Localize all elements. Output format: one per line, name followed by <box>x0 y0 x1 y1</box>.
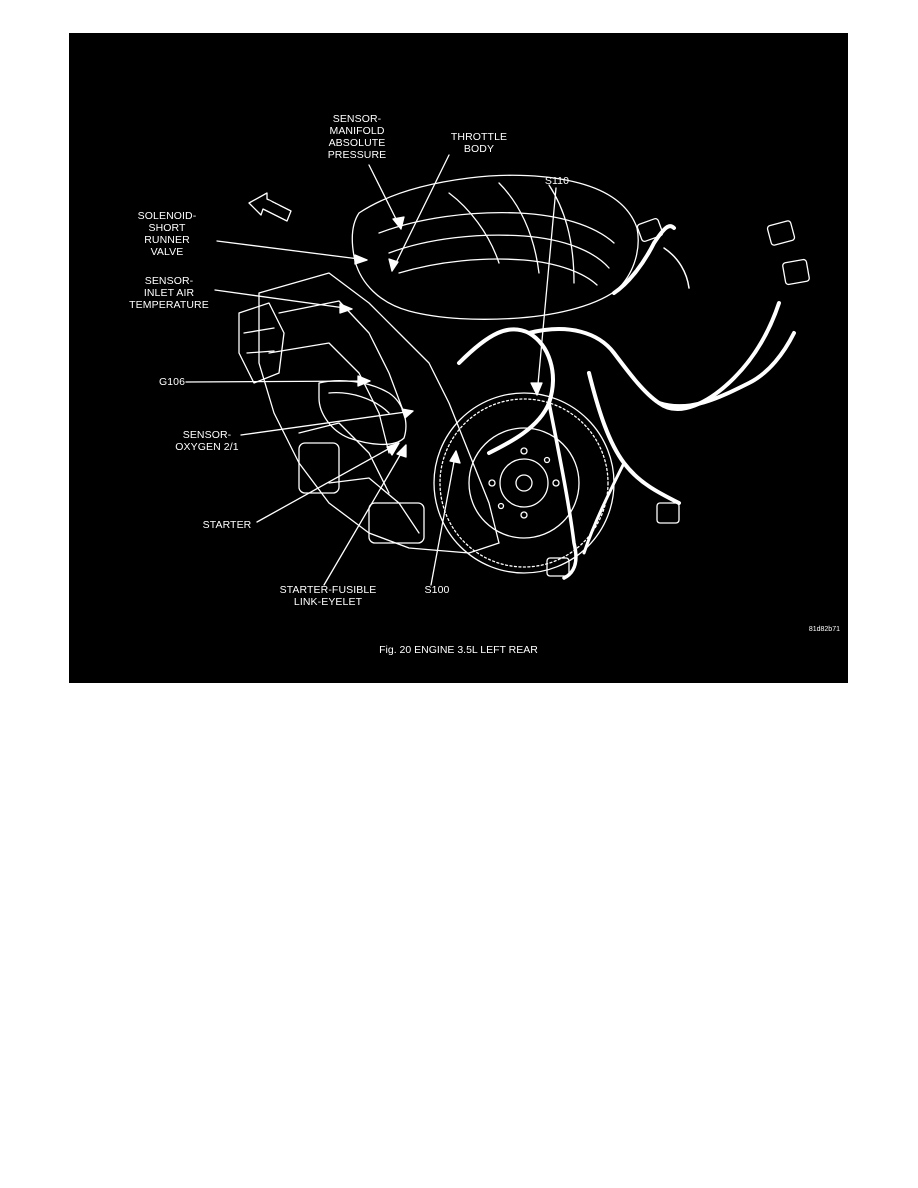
connector-bottom <box>546 557 570 577</box>
label-iat-sensor: SENSOR- INLET AIR TEMPERATURE <box>129 275 209 311</box>
engine-illustration <box>185 154 810 586</box>
label-solenoid: SOLENOID- SHORT RUNNER VALVE <box>137 210 197 258</box>
label-g106: G106 <box>158 376 186 388</box>
label-oxygen-sensor: SENSOR- OXYGEN 2/1 <box>175 429 239 453</box>
leader-oxygen-sensor <box>240 410 414 436</box>
figure-caption: Fig. 20 ENGINE 3.5L LEFT REAR <box>379 644 538 656</box>
label-starter: STARTER <box>202 519 252 531</box>
connector-upper-right <box>636 217 664 243</box>
leader-s110 <box>536 187 557 396</box>
intake-manifold-outline <box>351 174 639 320</box>
leader-g106 <box>185 380 371 383</box>
label-s100: S100 <box>424 584 450 596</box>
leader-iat-sensor <box>214 289 353 310</box>
wiring-harness <box>457 327 555 455</box>
label-fusible-link: STARTER-FUSIBLE LINK-EYELET <box>279 584 377 608</box>
label-map-sensor: SENSOR- MANIFOLD ABSOLUTE PRESSURE <box>327 113 387 161</box>
engine-block-outline <box>258 272 500 554</box>
leader-throttle-body <box>391 154 450 272</box>
label-s110: S110 <box>544 175 570 187</box>
leader-starter <box>256 442 400 523</box>
connector-lower-right <box>656 502 680 524</box>
connector-right-1 <box>766 220 796 246</box>
fwd-arrow-icon <box>248 192 292 222</box>
exhaust-manifold <box>318 380 407 446</box>
leader-s100 <box>430 450 457 586</box>
label-throttle-body: THROTTLE BODY <box>450 131 508 155</box>
figure-code: 81d82b71 <box>808 626 840 633</box>
leader-solenoid <box>216 240 368 261</box>
connector-right-2 <box>782 258 810 286</box>
engine-figure-panel: SENSOR- MANIFOLD ABSOLUTE PRESSURE THROT… <box>69 33 848 683</box>
leader-fusible-link <box>323 444 407 586</box>
